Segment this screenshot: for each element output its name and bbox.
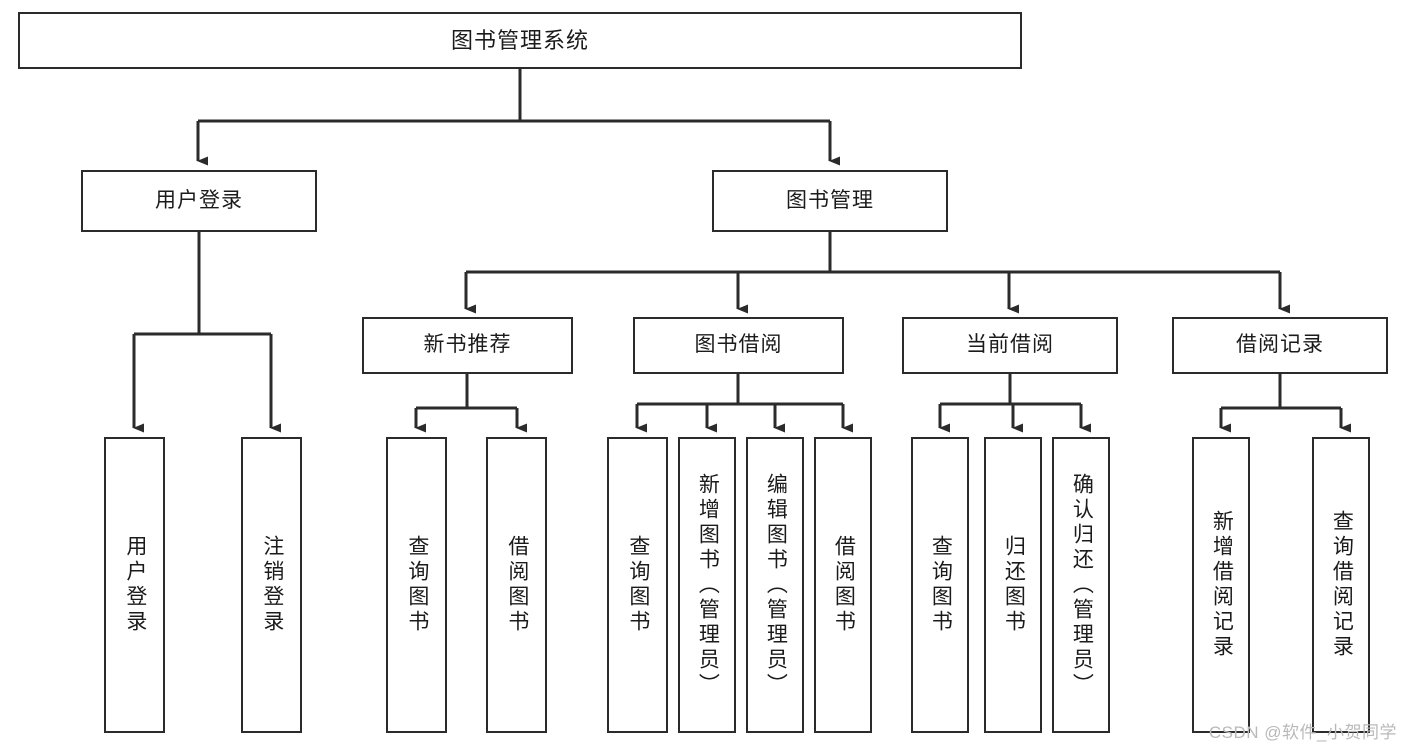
node-label: 新书推荐: [423, 333, 512, 357]
node-label: 新增图书（管理员）: [696, 472, 720, 698]
node-leaf-query-borrow-record[interactable]: 查询借阅记录: [1312, 437, 1370, 733]
node-label: 注销登录: [260, 535, 284, 635]
node-label: 用户登录: [123, 535, 147, 635]
node-root-system[interactable]: 图书管理系统: [18, 12, 1022, 69]
node-leaf-borrow-book[interactable]: 借阅图书: [814, 437, 872, 733]
node-leaf-borrow-book-recommend[interactable]: 借阅图书: [486, 437, 547, 733]
node-label: 查询图书: [929, 535, 953, 635]
node-leaf-add-borrow-record[interactable]: 新增借阅记录: [1192, 437, 1250, 733]
node-leaf-logout[interactable]: 注销登录: [241, 437, 302, 733]
node-label: 确认归还（管理员）: [1070, 472, 1094, 698]
node-book-management[interactable]: 图书管理: [712, 170, 948, 232]
node-user-login[interactable]: 用户登录: [81, 170, 317, 232]
node-label: 用户登录: [155, 188, 243, 212]
node-current-borrow[interactable]: 当前借阅: [902, 317, 1118, 374]
node-leaf-confirm-return-admin[interactable]: 确认归还（管理员）: [1052, 437, 1110, 733]
node-leaf-query-book-borrow[interactable]: 查询图书: [607, 437, 668, 733]
node-label: 当前借阅: [966, 333, 1054, 357]
node-label: 借阅图书: [505, 535, 529, 635]
node-label: 图书管理: [786, 188, 874, 212]
node-leaf-return-book[interactable]: 归还图书: [984, 437, 1042, 733]
csdn-watermark: CSDN @软件_小贺同学: [1208, 723, 1397, 742]
node-leaf-query-book-recommend[interactable]: 查询图书: [386, 437, 447, 733]
node-label: 借阅图书: [832, 535, 856, 635]
node-borrow-record[interactable]: 借阅记录: [1172, 317, 1388, 374]
node-label: 查询图书: [626, 535, 650, 635]
node-new-book-recommend[interactable]: 新书推荐: [362, 317, 573, 374]
node-leaf-user-login[interactable]: 用户登录: [104, 437, 165, 733]
node-leaf-edit-book-admin[interactable]: 编辑图书（管理员）: [746, 437, 804, 733]
node-label: 归还图书: [1002, 535, 1026, 635]
node-label: 借阅记录: [1236, 333, 1324, 357]
node-leaf-add-book-admin[interactable]: 新增图书（管理员）: [678, 437, 736, 733]
node-label: 编辑图书（管理员）: [764, 472, 788, 698]
node-label: 查询借阅记录: [1330, 510, 1354, 660]
node-label: 图书借阅: [694, 333, 783, 357]
node-label: 图书管理系统: [450, 27, 589, 53]
node-leaf-query-book-current[interactable]: 查询图书: [911, 437, 969, 733]
node-book-borrow[interactable]: 图书借阅: [633, 317, 844, 374]
node-label: 查询图书: [405, 535, 429, 635]
node-label: 新增借阅记录: [1210, 510, 1234, 660]
